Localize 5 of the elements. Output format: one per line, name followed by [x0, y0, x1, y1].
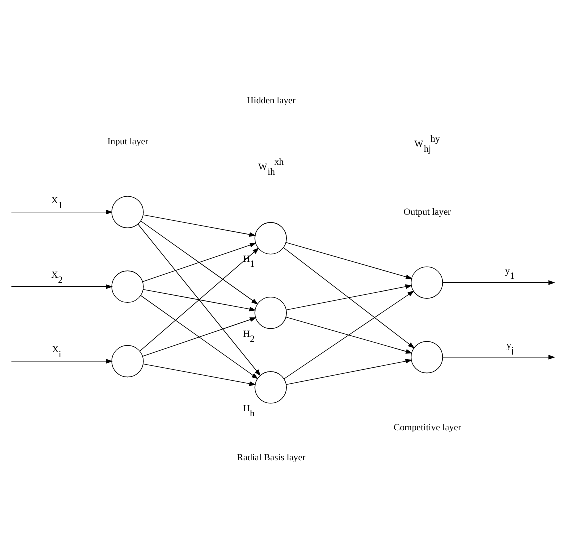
label: Hidden layer [247, 96, 296, 106]
label: Radial Basis layer [237, 454, 306, 464]
label: Competitive layer [394, 423, 462, 434]
label: Output layer [404, 208, 452, 218]
label: Input layer [108, 137, 149, 148]
